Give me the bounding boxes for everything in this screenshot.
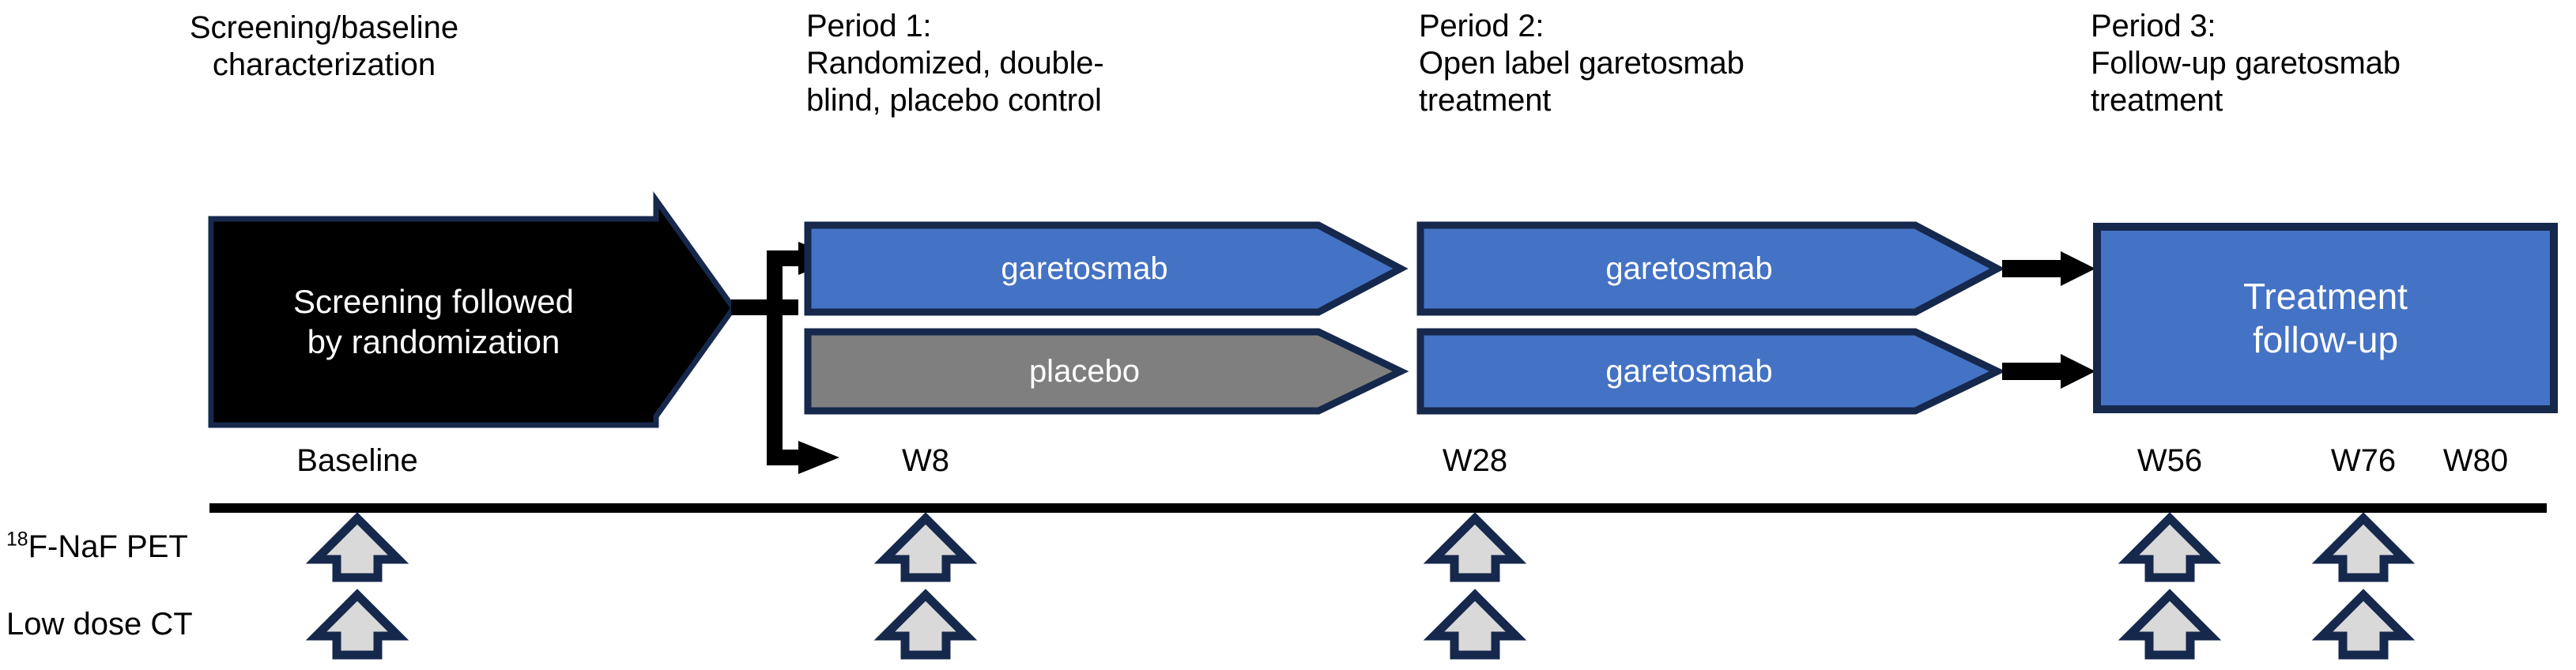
screening-block-label: Screening followed by randomization [293, 283, 574, 360]
screening-baseline-caption: Screening/baseline characterization [189, 10, 459, 82]
row-label-pet-superscript: 18 [6, 529, 28, 551]
tick-label-baseline: Baseline [296, 443, 418, 478]
pet-marker-w8 [873, 512, 978, 582]
period-1-heading: Period 1: Randomized, double- blind, pla… [806, 9, 1104, 118]
arm-bottom-period1-label: placebo [1028, 353, 1141, 389]
ct-marker-w76 [2311, 589, 2416, 660]
tick-label-w76: W76 [2330, 443, 2397, 478]
tick-label-w56: W56 [2137, 443, 2203, 478]
tick-label-w28: W28 [1442, 443, 1508, 478]
ct-marker-w28 [1423, 589, 1527, 660]
row-label-ct: Low dose CT [6, 607, 193, 642]
row-label-pet-text: F-NaF PET [28, 529, 188, 564]
period-3-heading: Period 3: Follow-up garetosmab treatment [2091, 9, 2401, 118]
tick-label-w8: W8 [902, 443, 949, 478]
period-2-heading: Period 2: Open label garetosmab treatmen… [1419, 9, 1744, 118]
pet-markers [305, 512, 2416, 582]
pet-marker-w28 [1423, 512, 1527, 582]
pet-marker-w56 [2118, 512, 2222, 582]
ct-marker-w56 [2118, 589, 2222, 660]
ct-marker-baseline [305, 589, 409, 660]
followup-box-label: Treatment follow-up [2243, 276, 2408, 360]
arm-top-period2-label: garetosmab [1605, 250, 1773, 286]
row-label-ct-text: Low dose CT [6, 607, 193, 642]
pet-marker-w76 [2311, 512, 2416, 582]
timeline-axis [209, 503, 2547, 513]
row-label-pet: 18F-NaF PET [6, 529, 188, 565]
period2-to-period3-connectors [2002, 251, 2095, 389]
arm-bottom-period2-label: garetosmab [1605, 353, 1773, 389]
ct-markers [305, 589, 2416, 660]
arm-top-period1-label: garetosmab [1001, 250, 1168, 286]
tick-label-w80: W80 [2442, 443, 2509, 478]
ct-marker-w8 [873, 589, 978, 660]
pet-marker-baseline [305, 512, 409, 582]
